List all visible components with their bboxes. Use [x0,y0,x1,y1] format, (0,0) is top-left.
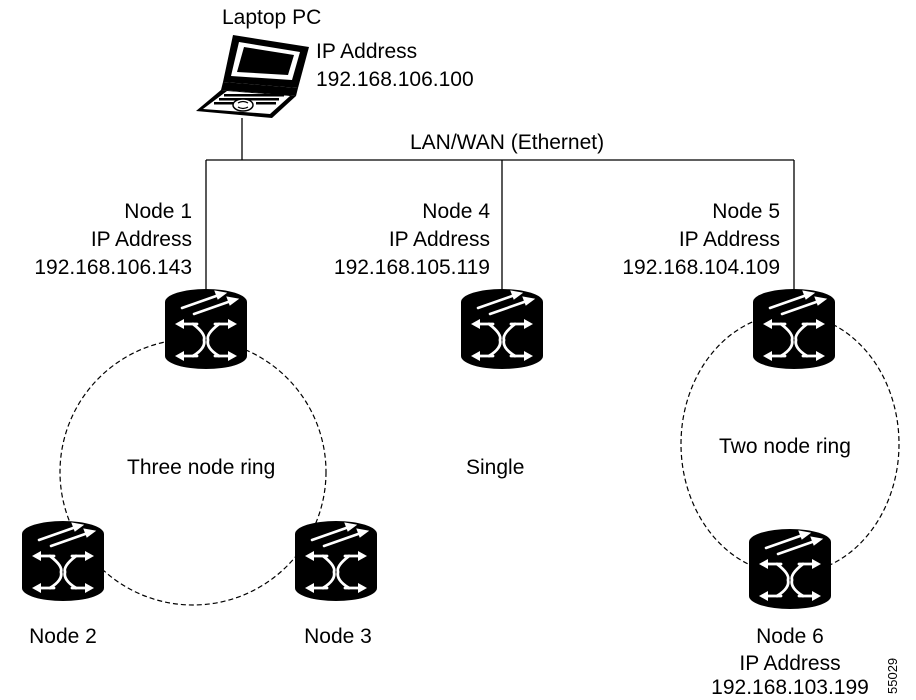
lan-label: LAN/WAN (Ethernet) [410,131,605,154]
node-4-name: Node 4 [422,200,490,223]
figure-id: 55029 [885,657,900,694]
laptop-ip-label: IP Address [316,40,418,63]
node-6-device-icon [747,527,833,611]
node-5-ip: 192.168.104.109 [622,256,780,279]
laptop-name: Laptop PC [222,6,322,29]
node-4-ip-label: IP Address [388,228,490,251]
node-2-name: Node 2 [29,625,97,648]
node-5-device-icon [751,287,837,371]
lan-bus [205,118,795,292]
node-6-ip: 192.168.103.199 [711,676,869,699]
node-1-ip: 192.168.106.143 [34,256,192,279]
node-1-name: Node 1 [124,200,192,223]
two-node-ring-label: Two node ring [719,435,851,458]
three-node-ring-label: Three node ring [127,456,276,479]
node-6-name: Node 6 [756,625,824,648]
node-5-name: Node 5 [712,200,780,223]
node-1-ip-label: IP Address [90,228,192,251]
node-3-device-icon [293,519,379,603]
node-4-device-icon [459,287,545,371]
single-label: Single [466,456,525,479]
node-1-device-icon [163,287,249,371]
node-3-name: Node 3 [304,625,372,648]
node-6-ip-label: IP Address [739,652,841,675]
laptop-ip: 192.168.106.100 [316,68,474,91]
node-4-ip: 192.168.105.119 [333,256,490,279]
node-5-ip-label: IP Address [678,228,780,251]
node-2-device-icon [20,519,106,603]
laptop-icon [196,35,309,118]
